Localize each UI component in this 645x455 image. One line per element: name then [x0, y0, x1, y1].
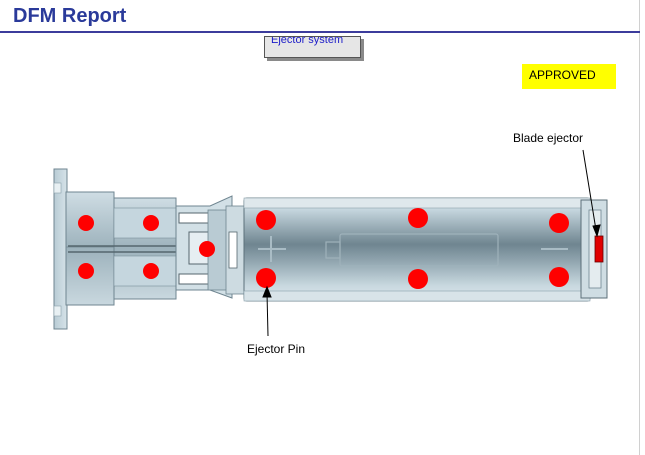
ejector-pin: [549, 213, 569, 233]
ejector-pin: [143, 263, 159, 279]
ejector-pin: [78, 263, 94, 279]
ejector-pin: [408, 269, 428, 289]
blade-ejector-marker: [594, 235, 604, 263]
battery-engraving: [325, 233, 499, 267]
ejector-pin: [256, 268, 276, 288]
ejector-pin: [408, 208, 428, 228]
ejector-pin-leader: [266, 292, 269, 337]
blade-ejector-arrowhead: [592, 224, 601, 238]
section-tag-label: Ejector system: [271, 36, 344, 46]
ejector-pin: [143, 215, 159, 231]
ejector-pin: [549, 267, 569, 287]
blade-ejector-callout: Blade ejector: [513, 131, 584, 145]
title-divider: [0, 31, 640, 33]
ejector-pin: [256, 210, 276, 230]
ejector-pin-arrowhead: [262, 285, 272, 298]
section-tag: Ejector system: [264, 36, 361, 58]
ejector-pin-callout: Ejector Pin: [247, 342, 306, 356]
callout-leaders: [262, 149, 601, 337]
blade-ejector-leader: [582, 149, 597, 231]
ejector-pin: [78, 215, 94, 231]
left-flange: [53, 168, 115, 330]
ejector-pin: [199, 241, 215, 257]
page-title: DFM Report: [13, 5, 127, 27]
status-badge: APPROVED: [522, 64, 616, 89]
ejector-pin-markers: [78, 208, 569, 289]
plus-engraving: [258, 236, 286, 262]
status-badge-label: APPROVED: [529, 68, 596, 82]
page-border: [639, 0, 640, 455]
